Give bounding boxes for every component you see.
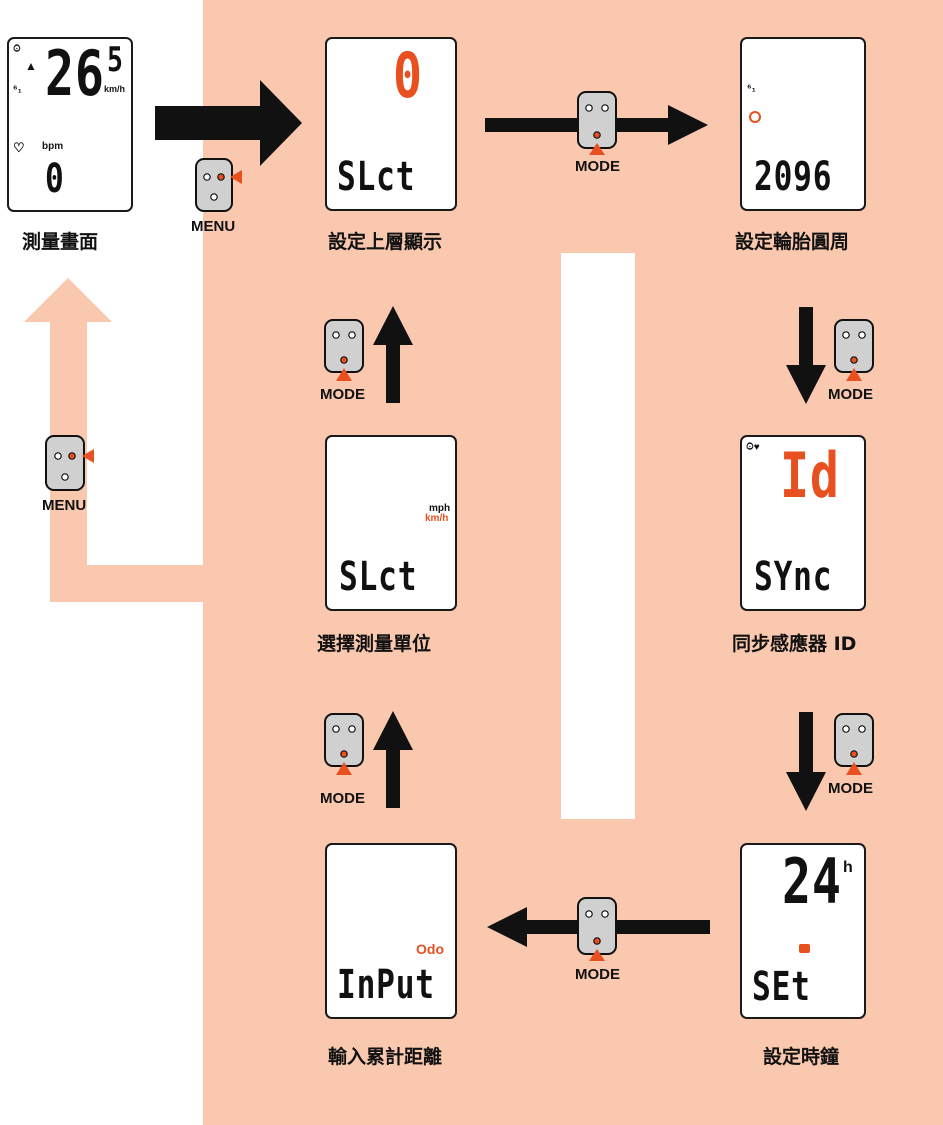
mode-label-5: MODE [320,790,365,807]
menu-label: MENU [191,218,236,235]
clock-caption: 設定時鐘 [763,1046,840,1068]
tire-screen: ⁶₁ 2096 [740,37,866,211]
mode-device-5 [323,712,365,778]
tire-caption: 設定輪胎圓周 [735,231,850,253]
mode-device-2 [833,318,875,384]
units-screen: mph km/h SLct [325,435,457,611]
measure-caption: 測量畫面 [22,231,99,253]
mode-label-2: MODE [828,386,873,403]
sync-text: SYnc [754,554,833,600]
mode-arrow-5 [373,711,413,808]
tire-icon [749,111,761,123]
odo-text: InPut [337,962,435,1008]
speed-sensor-icon: ⁶₁ [747,83,756,94]
hr-unit: bpm [42,141,64,152]
mode-label-4: MODE [575,966,620,983]
menu-label-return: MENU [42,497,87,514]
units-caption: 選擇測量單位 [317,633,432,655]
menu-device [194,157,244,213]
speed-decimal: 5 [107,40,124,80]
unit-kmh: km/h [425,513,449,524]
panel-gap [561,253,635,819]
hr-value: 0 [45,156,65,202]
measure-screen: ꖴ ▲ ⁶₁ 26 5 km/h ♡ bpm 0 [7,37,133,212]
top-display-text: SLct [337,154,416,200]
up-arrow-icon: ▲ [25,59,37,73]
speed-sensor-icon: ⁶₁ [13,84,22,95]
odo-screen: Odo InPut [325,843,457,1019]
mode-label-6: MODE [320,386,365,403]
sensor-heart-icon: ꖴ♥ [746,442,760,453]
tire-value: 2096 [754,154,833,200]
speed-value: 26 [45,37,105,110]
sensor-icon: ꖴ [13,44,21,55]
speed-unit: km/h [104,84,126,94]
clock-hour-suffix: h [843,859,853,876]
mode-device-1 [576,90,618,156]
menu-device-return [44,434,96,492]
clock-screen: 24 h SEt [740,843,866,1019]
sync-caption: 同步感應器 ID [732,633,857,655]
big-right-arrow [155,80,302,166]
odo-caption: 輸入累計距離 [328,1046,443,1068]
clock-icon [799,944,810,953]
mode-arrow-6 [373,306,413,403]
mode-arrow-2 [786,307,826,404]
odo-label: Odo [416,941,444,957]
clock-value: 24 [782,845,842,918]
mode-device-6 [323,318,365,384]
mode-arrow-3 [786,712,826,811]
mode-label-3: MODE [828,780,873,797]
top-display-caption: 設定上層顯示 [328,231,443,253]
unit-mph: mph [429,503,451,514]
top-display-value: 0 [393,39,423,112]
sync-screen: ꖴ♥ Id SYnc [740,435,866,611]
heart-icon: ♡ [13,140,25,155]
units-text: SLct [339,554,418,600]
mode-label-1: MODE [575,158,620,175]
mode-device-4 [576,896,618,962]
sync-value: Id [780,439,840,512]
clock-text: SEt [752,964,811,1010]
top-display-screen: 0 SLct [325,37,457,211]
mode-device-3 [833,712,875,778]
